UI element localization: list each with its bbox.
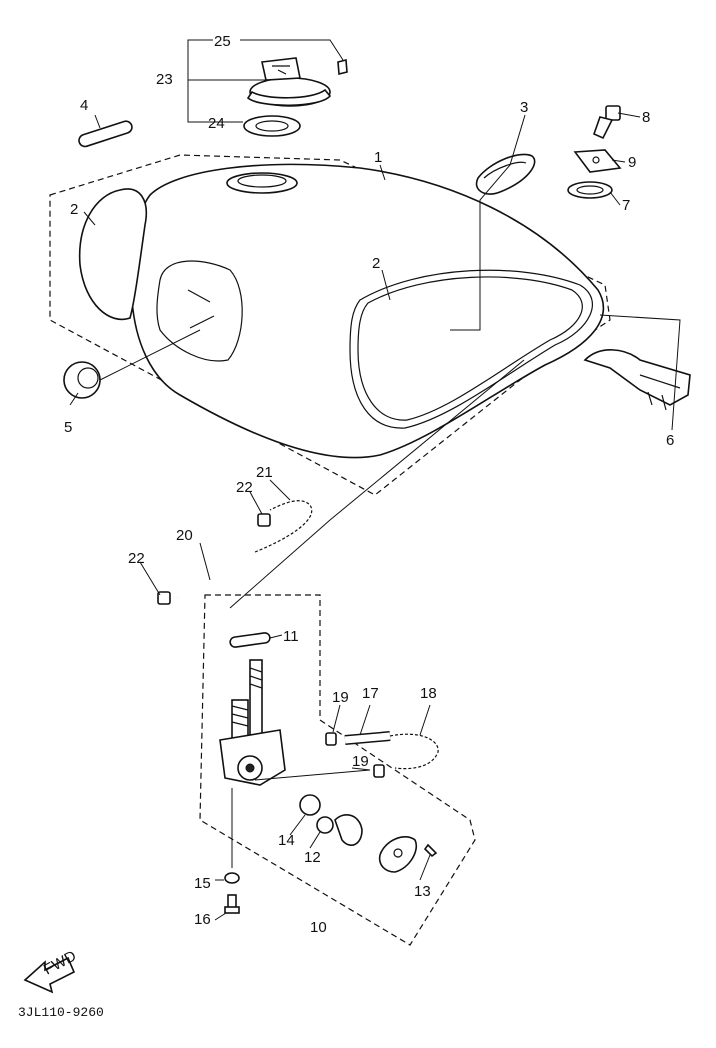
label-2-left: 2 (70, 201, 78, 218)
leader-lines (69, 39, 681, 921)
fuel-hose-upper (176, 500, 313, 601)
hose-clip (257, 513, 271, 527)
label-21: 21 (256, 464, 273, 481)
label-24: 24 (208, 115, 225, 132)
tank-bracket (583, 349, 691, 411)
gasket (299, 794, 321, 816)
label-25: 25 (214, 33, 231, 50)
forward-arrow-icon: FWD (23, 947, 79, 994)
label-11: 11 (283, 628, 299, 645)
label-6: 6 (666, 432, 674, 449)
label-18: 18 (420, 685, 437, 702)
fuel-cap-assembly (243, 57, 348, 137)
label-22-lower: 22 (128, 550, 145, 567)
label-17: 17 (362, 685, 379, 702)
label-7: 7 (622, 197, 630, 214)
tank-assembly-outline (49, 154, 611, 496)
lever-knob (334, 814, 363, 846)
fuel-hose-lower (344, 731, 439, 770)
label-3: 3 (520, 99, 528, 116)
label-14: 14 (278, 832, 295, 849)
hose-clip (325, 732, 337, 746)
petcock-assembly-outline (199, 594, 476, 946)
label-15: 15 (194, 875, 211, 892)
fuel-tank (130, 163, 605, 459)
label-4: 4 (80, 97, 88, 114)
drawing-code: 3JL110-9260 (18, 1005, 104, 1020)
drain-bolt (224, 894, 240, 914)
emblem-badge (475, 153, 536, 195)
label-12: 12 (304, 849, 321, 866)
hose-clip (157, 591, 171, 605)
label-2-right: 2 (372, 255, 380, 272)
o-ring (229, 632, 271, 648)
label-19-lower: 19 (352, 753, 369, 770)
cover-plate (378, 836, 417, 873)
bolt (592, 105, 621, 140)
o-ring-small (316, 816, 334, 834)
label-10: 10 (310, 919, 327, 936)
hose-clip (373, 764, 385, 778)
damper (63, 361, 101, 399)
label-23: 23 (156, 71, 173, 88)
part-labels: 1 2 2 3 4 5 6 7 8 9 10 11 12 13 14 15 16… (64, 33, 674, 936)
washer (224, 872, 240, 884)
label-9: 9 (628, 154, 636, 171)
label-20: 20 (176, 527, 193, 544)
label-19-upper: 19 (332, 689, 349, 706)
label-8: 8 (642, 109, 650, 126)
emblem-left (78, 188, 147, 321)
screw (423, 843, 438, 858)
label-1: 1 (374, 149, 382, 166)
damper-ring (567, 181, 613, 199)
seal-strip (78, 120, 133, 148)
label-5: 5 (64, 419, 72, 436)
label-16: 16 (194, 911, 211, 928)
washer-plate (573, 149, 622, 173)
label-22-upper: 22 (236, 479, 253, 496)
label-13: 13 (414, 883, 431, 900)
fuel-petcock (219, 659, 286, 786)
